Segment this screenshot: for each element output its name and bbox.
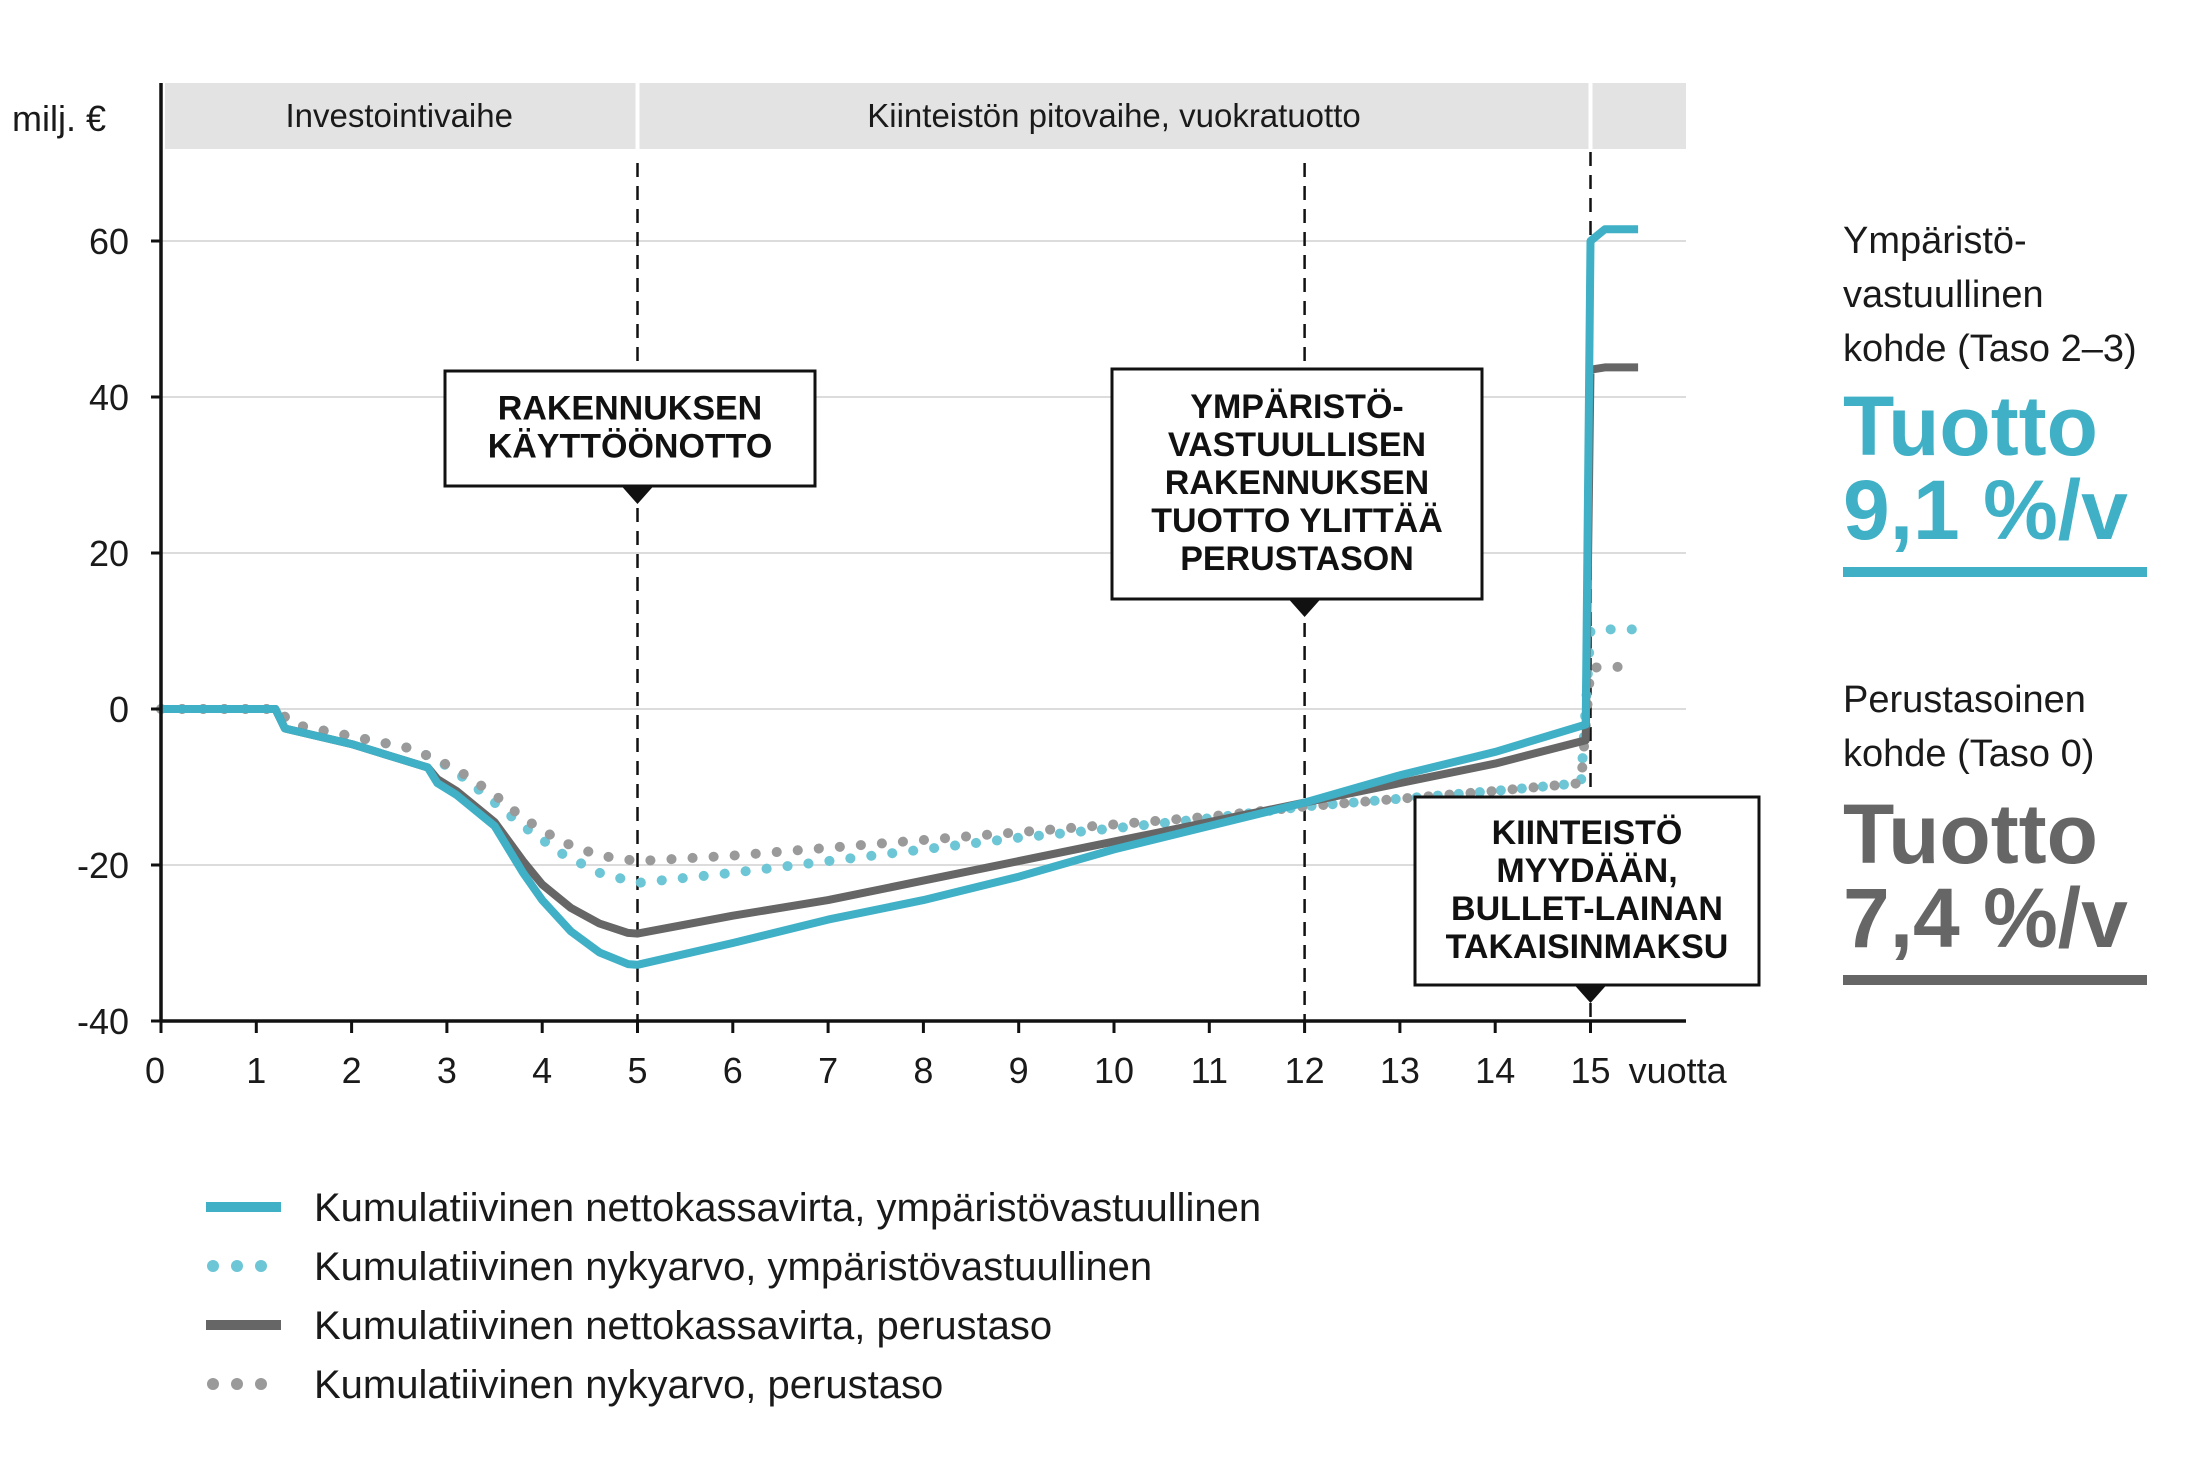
x-tick-label: 7 — [818, 1050, 838, 1091]
series-line-npv-baseline — [156, 661, 1644, 867]
annotation-frame — [1110, 367, 1484, 601]
x-tick-label: 0 — [145, 1050, 165, 1091]
side-panel-label: kohde (Taso 2–3) — [1843, 328, 2137, 370]
annotation-text: KÄYTTÖÖNOTTO — [488, 428, 773, 466]
side-panel-value: Tuotto — [1843, 787, 2098, 881]
y-tick-label: 20 — [89, 533, 129, 574]
legend-dot — [231, 1260, 243, 1272]
side-panel-block: Ympäristö-vastuullinen kohde (Taso 2–3) Tu… — [1843, 220, 2147, 577]
x-tick-label: 12 — [1285, 1050, 1325, 1091]
x-tick-label: 4 — [532, 1050, 552, 1091]
side-panel-underline — [1843, 975, 2147, 985]
annotation-pointer — [621, 486, 654, 504]
legend-label: Kumulatiivinen nettokassavirta, ympärist… — [314, 1186, 1261, 1230]
x-tick-label: 14 — [1475, 1050, 1515, 1091]
y-tick-label: -20 — [77, 845, 129, 886]
annotation-text: KIINTEISTÖ — [1492, 814, 1683, 852]
annotation-layer: RAKENNUKSENKÄYTTÖÖNOTTOYMPÄRISTÖ-VASTUUL… — [443, 367, 1761, 1003]
annotation-text: YMPÄRISTÖ- — [1190, 388, 1403, 426]
legend-label: Kumulatiivinen nykyarvo, ympäristövastuu… — [314, 1245, 1152, 1289]
annotation-frame — [443, 369, 817, 488]
x-tick-label: 8 — [913, 1050, 933, 1091]
phase-band — [165, 83, 638, 149]
x-tick-label: 2 — [342, 1050, 362, 1091]
x-tick-label: 5 — [627, 1050, 647, 1091]
annotation-text: PERUSTASON — [1180, 540, 1414, 578]
side-panel-label: kohde (Taso 0) — [1843, 733, 2094, 775]
series-layer — [156, 225, 1644, 969]
side-panel: Ympäristö-vastuullinen kohde (Taso 2–3) Tu… — [1843, 220, 2147, 985]
y-tick-label: 60 — [89, 221, 129, 262]
phase-band — [1592, 83, 1686, 149]
side-panel-value: 9,1 %/v — [1843, 463, 2128, 557]
annotation-frame — [1413, 795, 1761, 987]
x-tick-label: 10 — [1094, 1050, 1134, 1091]
side-panel-value: 7,4 %/v — [1843, 871, 2128, 965]
annotation-text: VASTUULLISEN — [1168, 426, 1426, 464]
y-axis-label: milj. € — [12, 98, 106, 139]
phase-band — [639, 83, 1591, 149]
annotation-text: RAKENNUKSEN — [1165, 464, 1429, 502]
side-panel-label: vastuullinen — [1843, 274, 2044, 316]
y-tick-label: -40 — [77, 1001, 129, 1042]
annotation-text: TUOTTO YLITTÄÄ — [1151, 502, 1443, 540]
y-tick-label: 0 — [109, 689, 129, 730]
legend-label: Kumulatiivinen nettokassavirta, perustas… — [314, 1304, 1052, 1348]
legend-dot — [231, 1378, 243, 1390]
x-axis-label: vuotta — [1629, 1050, 1728, 1091]
x-tick-label: 1 — [246, 1050, 266, 1091]
phase-label: Kiinteistön pitovaihe, vuokratuotto — [867, 97, 1360, 134]
side-panel-value: Tuotto — [1843, 379, 2098, 473]
x-tick-label: 13 — [1380, 1050, 1420, 1091]
annotation-pointer — [1288, 599, 1321, 617]
side-panel-label: Perustasoinen — [1843, 679, 2086, 721]
x-tick-label: 9 — [1009, 1050, 1029, 1091]
legend-label: Kumulatiivinen nykyarvo, perustaso — [314, 1363, 943, 1407]
y-tick-label: 40 — [89, 377, 129, 418]
series-line-cashflow-green — [161, 225, 1639, 969]
legend-dot — [255, 1260, 267, 1272]
annotation-text: RAKENNUKSEN — [498, 390, 762, 428]
x-tick-label: 3 — [437, 1050, 457, 1091]
legend-dot — [207, 1378, 219, 1390]
x-tick-label: 6 — [723, 1050, 743, 1091]
annotation-box: YMPÄRISTÖ-VASTUULLISENRAKENNUKSENTUOTTO … — [1110, 367, 1484, 617]
annotation-box: KIINTEISTÖMYYDÄÄN,BULLET-LAINANTAKAISINM… — [1413, 795, 1761, 1003]
side-panel-underline — [1843, 567, 2147, 577]
annotation-text: TAKAISINMAKSU — [1446, 928, 1729, 966]
legend-dot — [255, 1378, 267, 1390]
legend: Kumulatiivinen nettokassavirta, ympärist… — [206, 1186, 1261, 1407]
x-tick-label: 11 — [1191, 1050, 1228, 1091]
phase-label: Investointivaihe — [286, 97, 513, 134]
x-tick-label: 15 — [1570, 1050, 1610, 1091]
phase-band-layer: Investointivaihe Kiinteistön pitovaihe, v… — [165, 83, 1686, 149]
side-panel-label: Ympäristö- — [1843, 220, 2027, 262]
annotation-pointer — [1574, 985, 1607, 1003]
legend-dot — [207, 1260, 219, 1272]
annotation-text: BULLET-LAINAN — [1451, 890, 1723, 928]
annotation-text: MYYDÄÄN, — [1496, 852, 1677, 890]
